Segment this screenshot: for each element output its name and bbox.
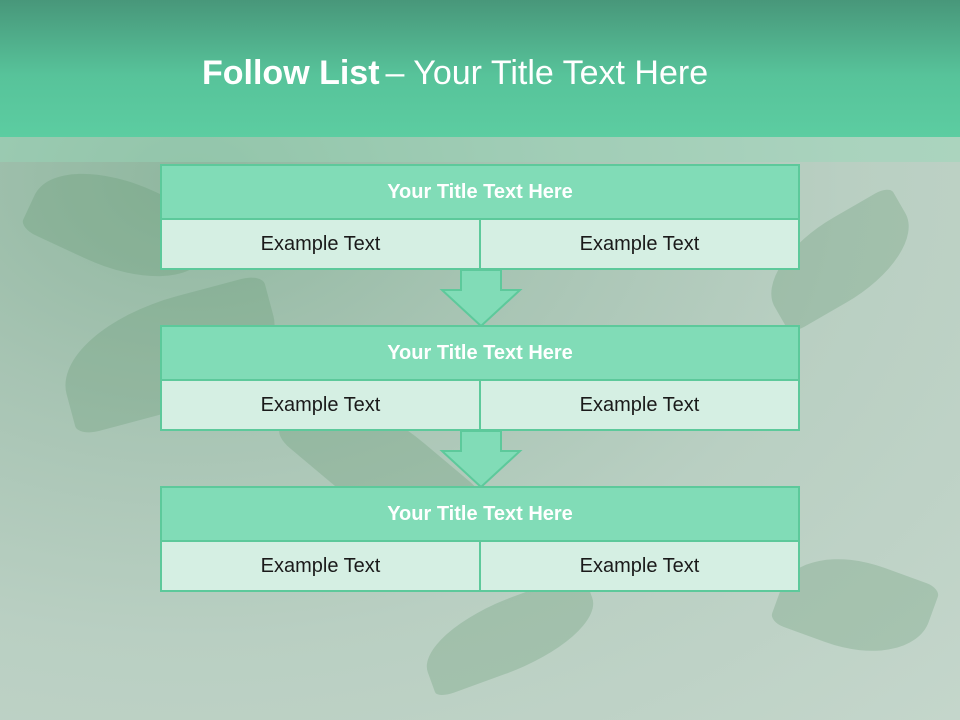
- block-cell-left: Example Text: [160, 220, 481, 270]
- slide-title: Follow List– Your Title Text Here: [202, 54, 708, 93]
- block-cell-left: Example Text: [160, 542, 481, 592]
- block-cell-left: Example Text: [160, 381, 481, 431]
- header-divider-band: [0, 137, 960, 162]
- block-title: Your Title Text Here: [160, 164, 800, 220]
- list-block-2: Your Title Text Here Example Text Exampl…: [160, 325, 800, 431]
- title-subtext: – Your Title Text Here: [385, 54, 709, 92]
- title-bar: Follow List– Your Title Text Here: [0, 0, 960, 137]
- list-block-1: Your Title Text Here Example Text Exampl…: [160, 164, 800, 270]
- down-arrow-icon: [439, 269, 523, 328]
- block-cell-right: Example Text: [481, 381, 800, 431]
- down-arrow-icon: [439, 430, 523, 489]
- block-title: Your Title Text Here: [160, 486, 800, 542]
- list-block-3: Your Title Text Here Example Text Exampl…: [160, 486, 800, 592]
- block-cell-right: Example Text: [481, 542, 800, 592]
- block-title: Your Title Text Here: [160, 325, 800, 381]
- block-cell-right: Example Text: [481, 220, 800, 270]
- title-bold-text: Follow List: [202, 54, 380, 92]
